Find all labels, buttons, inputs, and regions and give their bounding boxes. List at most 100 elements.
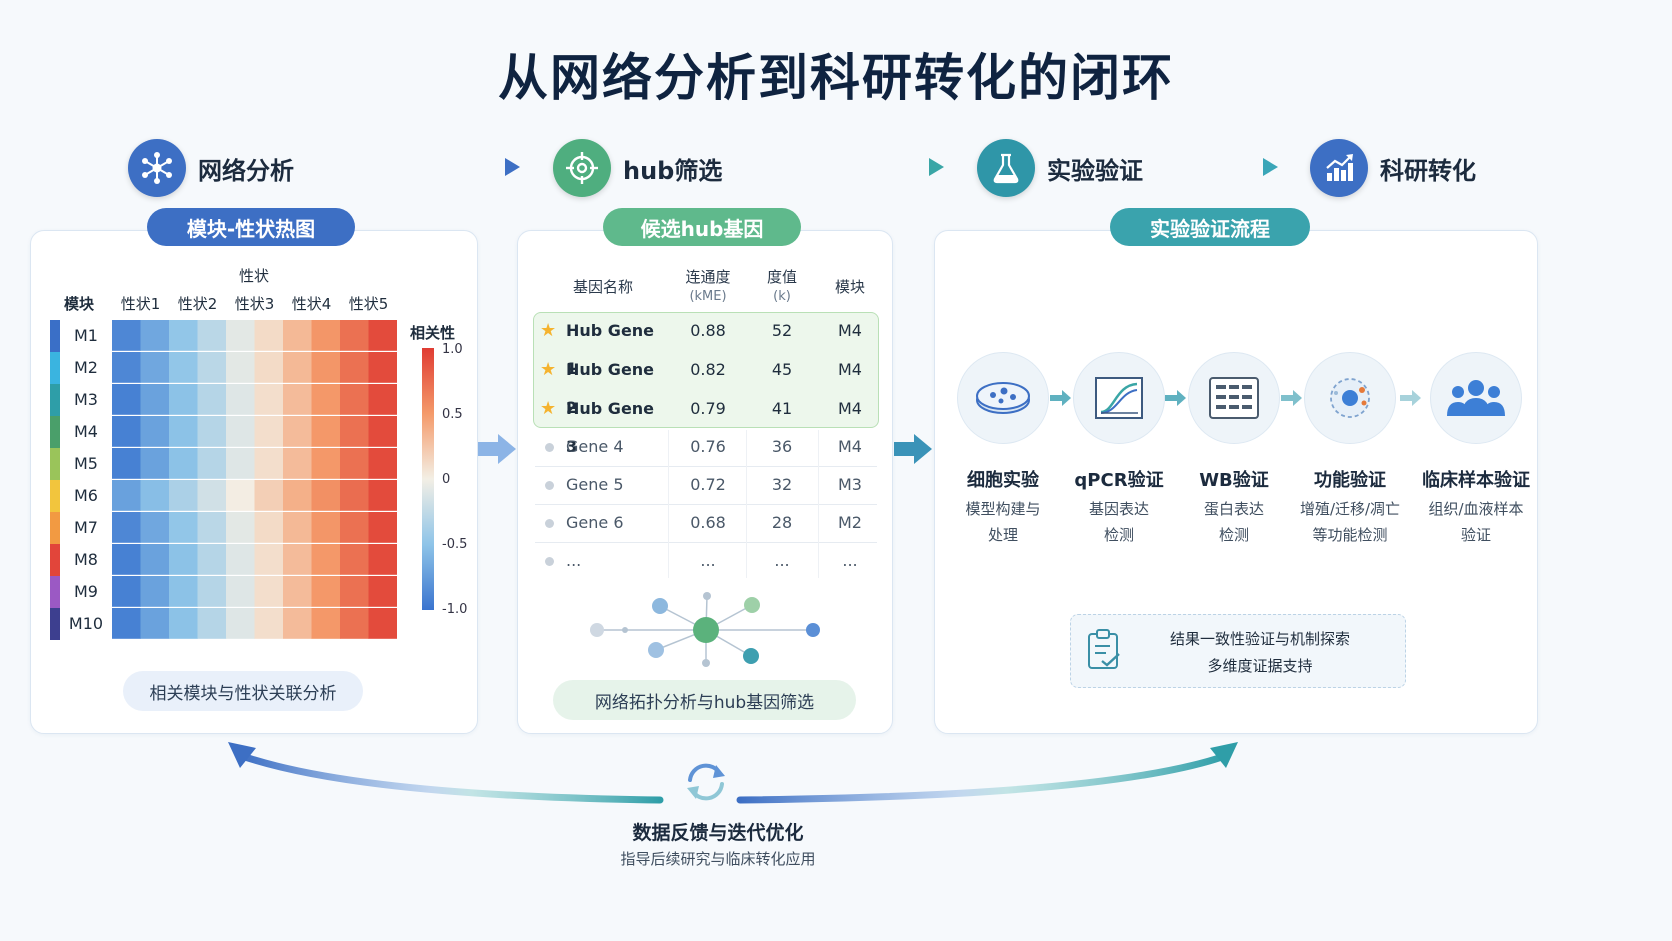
heatmap-cell [226,544,255,575]
network-graph-illustration [590,592,820,667]
heatmap-cell [254,480,284,511]
validation-step-title: 临床样本验证 [1422,470,1530,491]
petri-dish-icon [957,352,1049,444]
heatmap-cell [169,448,198,479]
heatmap-cell [340,608,369,639]
heatmap-cell [311,320,341,351]
heatmap-column-label: 性状4 [291,295,332,313]
heatmap-cell [368,320,397,351]
heatmap-cell [368,512,397,543]
heatmap-row-label: M10 [68,614,104,633]
heatmap-cell [283,544,312,575]
heatmap-row-label: M7 [74,518,98,537]
heatmap-cell [340,320,369,351]
module-color-swatch [50,544,60,576]
header-kme-label: 连通度 [685,268,731,286]
hub-panel-footer: 网络拓扑分析与hub基因筛选 [553,680,856,720]
panel-arrow [894,434,932,464]
feedback-title: 数据反馈与迭代优化 [632,822,804,844]
heatmap-cell [112,416,141,447]
heatmap-cell [197,320,227,351]
heatmap-cell [140,352,170,383]
heatmap-cell [311,576,341,607]
module-color-swatch [50,512,60,544]
heatmap-cell [140,480,170,511]
heatmap-cell [197,512,227,543]
module-color-swatch [50,608,60,640]
heatmap-cell [311,352,341,383]
legend-tick-label: -0.5 [442,537,468,552]
gene-module: M4 [838,321,862,340]
flask-icon [977,139,1035,197]
heatmap-cell [226,448,255,479]
heatmap-cell [254,608,284,639]
heatmap-cell [112,320,141,351]
step-experimental-validation: 实验验证 [977,138,1143,198]
heatmap-cell [169,320,198,351]
bullet-icon [545,443,554,452]
heatmap-cell [226,384,255,415]
heatmap-cell [169,576,198,607]
step-arrow [1050,390,1071,406]
network-icon [128,139,186,197]
header-degree-label: 度值 [766,268,797,286]
heatmap-cell [140,448,170,479]
clipboard-check-icon [1088,629,1120,669]
heatmap-cell [112,608,141,639]
heatmap-column-label: 性状1 [120,295,161,313]
legend-tick-label: 1.0 [442,342,463,357]
heatmap-cell [311,480,341,511]
heatmap-cell [169,544,198,575]
heatmap-cell [311,608,341,639]
heatmap-cell [283,384,312,415]
legend-tick-label: 0.5 [442,407,463,422]
heatmap-cell [140,416,170,447]
row-divider [535,466,877,467]
flow-arrow [1158,158,1278,176]
heatmap-cell [197,576,227,607]
heatmap-cell [226,576,255,607]
row-divider [535,542,877,543]
validation-step-title: qPCR验证 [1074,470,1164,491]
module-color-swatch [50,320,60,352]
step-arrow [1165,390,1186,406]
gene-kme: 0.82 [690,360,726,379]
heatmap-cell [340,384,369,415]
heatmap-cell [254,352,284,383]
growth-chart-icon [1310,139,1368,197]
gene-kme: ... [700,551,716,570]
heatmap-cell [140,512,170,543]
heatmap-cell [140,608,170,639]
heatmap-cell [140,320,170,351]
heatmap-cell [254,416,284,447]
heatmap-cell [283,608,312,639]
heatmap-grid [112,320,397,639]
heatmap-cell [140,576,170,607]
gene-module: M4 [838,437,862,456]
heatmap-cell [283,448,312,479]
heatmap-cell [340,480,369,511]
heatmap-cell [311,384,341,415]
heatmap-panel-title: 模块-性状热图 [147,208,355,246]
result-line-1: 结果一致性验证与机制探索 [1169,630,1350,648]
gene-name: Hub Gene 3 [566,399,655,456]
heatmap-cell [311,416,341,447]
validation-step-title: 细胞实验 [967,470,1039,491]
heatmap-row-header: 模块 [64,295,95,313]
heatmap-cell [283,320,312,351]
heatmap-cell [340,576,369,607]
module-color-swatch [50,352,60,384]
column-header-module: 模块 [834,278,865,296]
column-header-kme: 连通度 (kME) [670,268,746,306]
heatmap-row-label: M8 [74,550,98,569]
heatmap-cell [112,480,141,511]
legend-tick-label: -1.0 [442,602,468,617]
heatmap-cell [368,416,397,447]
gene-kme: 0.72 [690,475,726,494]
header-degree-sub: (k) [773,289,791,304]
heatmap-cell [197,544,227,575]
heatmap-row-label: M6 [74,486,98,505]
header-kme-sub: (kME) [689,289,727,304]
validation-step-desc: 检测 [1218,526,1249,544]
heatmap-cell [226,416,255,447]
